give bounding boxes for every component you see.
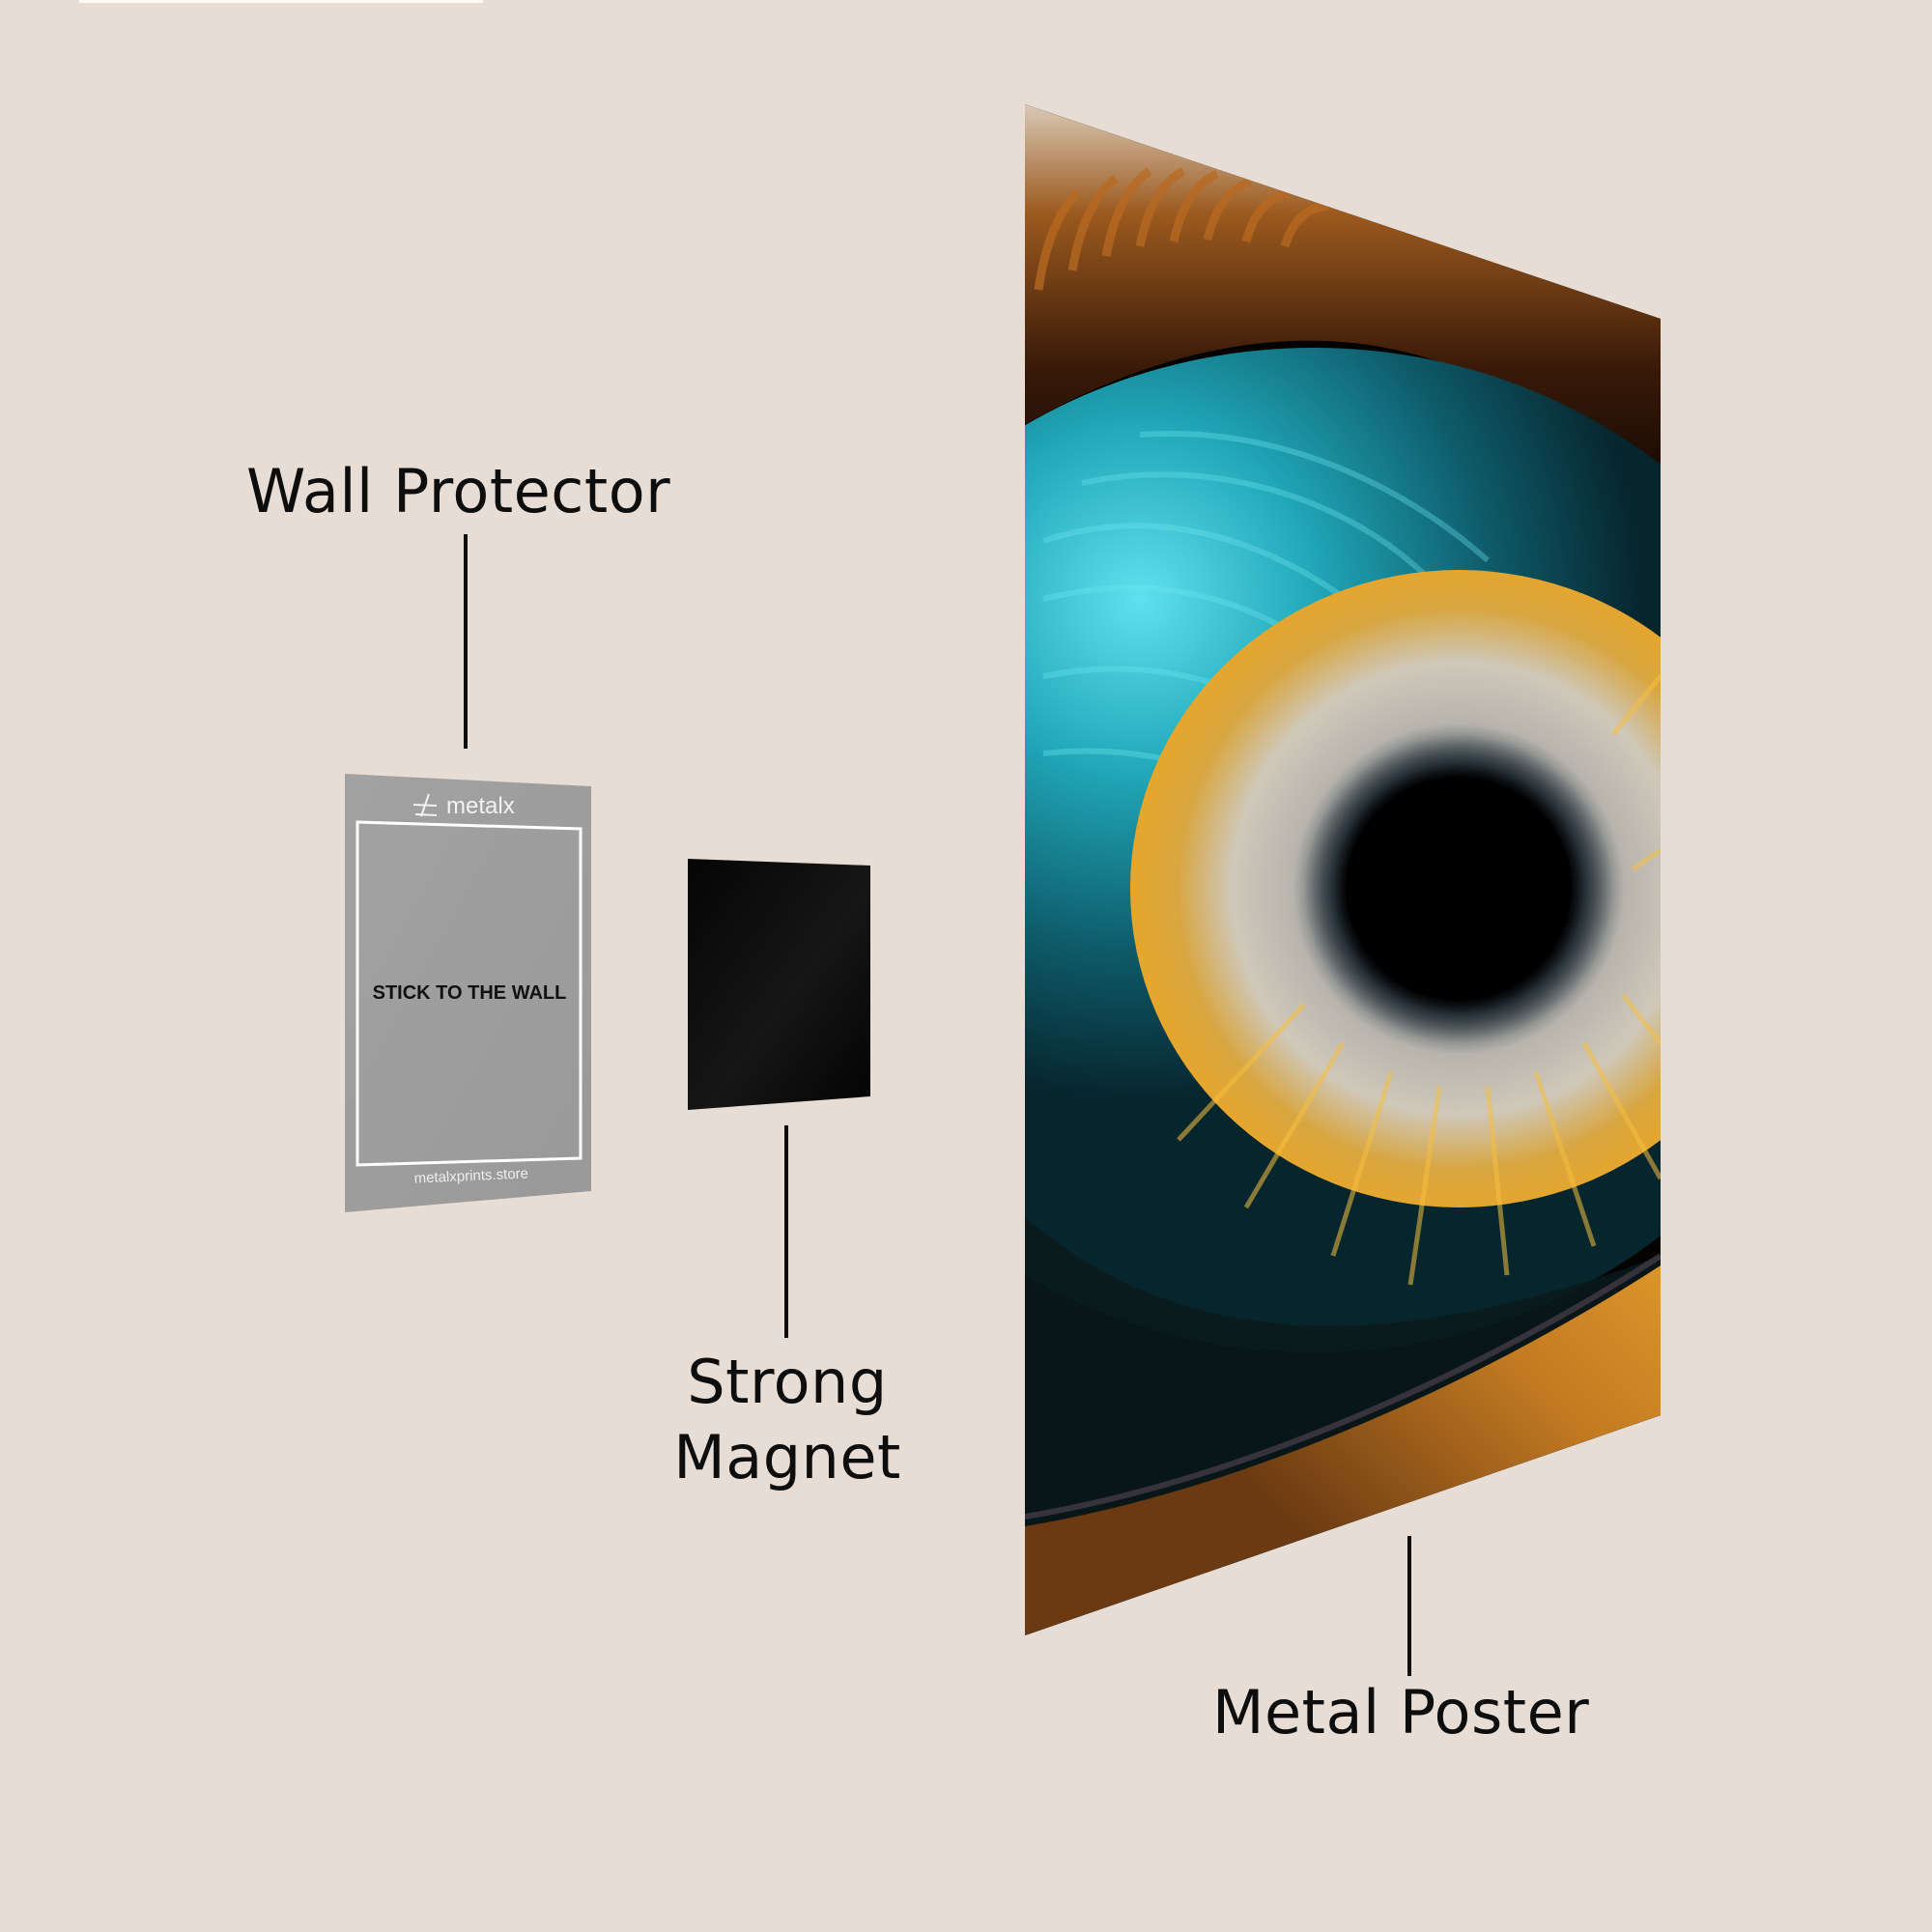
brand-name: metalx [446,793,515,819]
eyelashes-icon [1034,167,1329,291]
strong-magnet-leader-line [784,1125,788,1338]
strong-magnet-label-line1: Strong [687,1347,888,1417]
metal-poster [1025,104,1661,1635]
metalx-logo-icon [412,793,438,817]
wall-protector-card: metalx STICK TO THE WALL metalxprints.st… [345,774,591,1212]
wall-protector-label: Wall Protector [246,456,671,526]
top-strip-decoration [79,0,483,3]
wall-protector-leader-line [464,534,468,749]
metal-poster-leader-line [1407,1536,1411,1676]
strong-magnet-label-line2: Magnet [673,1422,901,1492]
strong-magnet [688,859,870,1110]
pupil [1346,779,1572,995]
metal-poster-label: Metal Poster [1212,1677,1590,1747]
stick-to-wall-text: STICK TO THE WALL [373,982,567,1004]
strong-magnet-label: Strong Magnet [667,1345,908,1495]
website-text: metalxprints.store [413,1165,528,1186]
lower-eyelid [1025,1265,1661,1635]
